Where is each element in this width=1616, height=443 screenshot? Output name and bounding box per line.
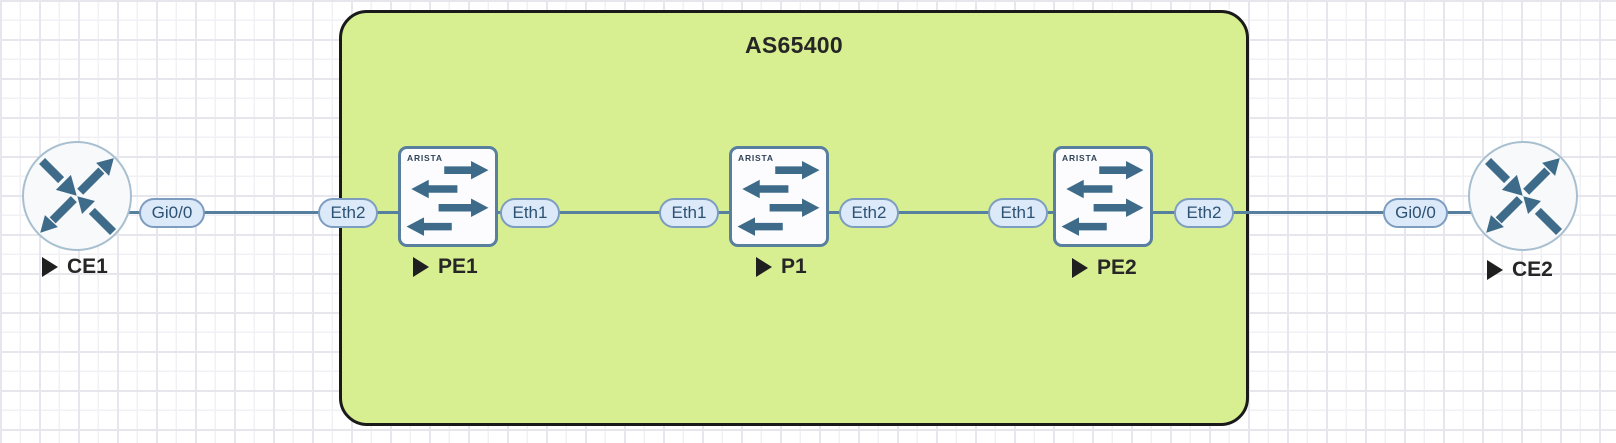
switch-arrows-icon (1061, 160, 1144, 236)
node-label-text: CE1 (67, 255, 108, 278)
play-triangle-icon (42, 257, 58, 277)
play-triangle-icon (1487, 260, 1503, 280)
node-label-text: PE1 (438, 255, 478, 278)
switch-arrows-icon (737, 160, 820, 236)
interface-label-ce2-gi00[interactable]: Gi0/0 (1383, 198, 1448, 228)
interface-label-p1-eth2[interactable]: Eth2 (839, 198, 899, 228)
interface-label-p1-eth1[interactable]: Eth1 (659, 198, 719, 228)
interface-label-pe1-eth1[interactable]: Eth1 (500, 198, 560, 228)
interface-label-ce1-gi00[interactable]: Gi0/0 (139, 198, 205, 228)
node-label-ce1[interactable]: CE1 (42, 255, 108, 279)
play-triangle-icon (413, 257, 429, 277)
node-label-text: P1 (781, 255, 807, 278)
node-label-ce2[interactable]: CE2 (1487, 258, 1553, 282)
node-ce1-router[interactable] (22, 141, 132, 251)
node-ce2-router[interactable] (1468, 141, 1578, 251)
arista-logo: ARISTA (1062, 153, 1098, 163)
interface-label-pe2-eth2[interactable]: Eth2 (1174, 198, 1234, 228)
node-pe1-switch[interactable]: ARISTA (398, 146, 498, 247)
node-label-text: CE2 (1512, 258, 1553, 281)
interface-label-pe1-eth2[interactable]: Eth2 (318, 198, 378, 228)
node-label-text: PE2 (1097, 256, 1137, 279)
play-triangle-icon (1072, 258, 1088, 278)
arista-logo: ARISTA (738, 153, 774, 163)
arista-logo: ARISTA (407, 153, 443, 163)
node-label-p1[interactable]: P1 (756, 255, 807, 279)
node-label-pe2[interactable]: PE2 (1072, 256, 1137, 280)
switch-arrows-icon (406, 160, 489, 236)
as-title[interactable]: AS65400 (744, 32, 843, 58)
router-arrows-icon (39, 158, 117, 236)
node-p1-switch[interactable]: ARISTA (729, 146, 829, 247)
node-pe2-switch[interactable]: ARISTA (1053, 146, 1153, 247)
router-arrows-icon (1485, 158, 1563, 236)
play-triangle-icon (756, 257, 772, 277)
interface-label-pe2-eth1[interactable]: Eth1 (988, 198, 1048, 228)
node-label-pe1[interactable]: PE1 (413, 255, 478, 279)
